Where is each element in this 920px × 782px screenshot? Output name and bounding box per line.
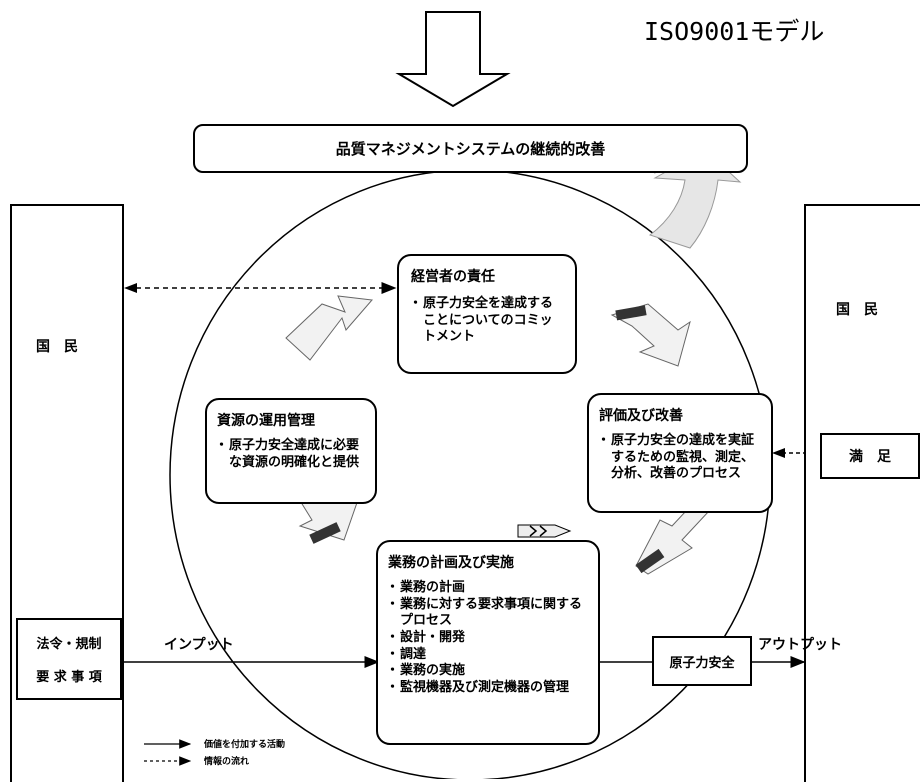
requirements-line1: 法令・規制	[36, 637, 102, 652]
left-panel-label: 国 民	[36, 339, 78, 355]
right-panel-label: 国 民	[836, 302, 878, 318]
resource-management-box: 資源の運用管理 原子力安全達成に必要な資源の明確化と提供	[205, 398, 377, 504]
chevron-marker	[517, 524, 572, 538]
management-responsibility-box: 経営者の責任 原子力安全を達成することについてのコミットメント	[397, 254, 577, 374]
resources-item: 原子力安全達成に必要な資源の明確化と提供	[215, 438, 365, 471]
legend-dashed-label: 情報の流れ	[204, 757, 250, 767]
operations-box: 業務の計画及び実施 業務の計画 業務に対する要求事項に関するプロセス 設計・開発…	[376, 540, 600, 745]
cycle-arrow-top-right-shade	[615, 305, 647, 321]
right-panel-citizens	[804, 204, 920, 782]
top-down-arrow	[395, 11, 511, 108]
cycle-arrow-bottom-left-shade	[309, 522, 341, 544]
operations-title: 業務の計画及び実施	[388, 555, 514, 571]
continuous-improvement-box: 品質マネジメントシステムの継続的改善	[193, 124, 748, 173]
evaluation-title: 評価及び改善	[599, 408, 683, 424]
continuous-improvement-label: 品質マネジメントシステムの継続的改善	[335, 140, 606, 158]
evaluation-improvement-box: 評価及び改善 原子力安全の達成を実証するための監視、測定、分析、改善のプロセス	[587, 393, 773, 513]
cycle-arrow-top-left	[285, 295, 373, 361]
requirements-box: 法令・規制 要 求 事 項	[16, 618, 122, 700]
evaluation-item: 原子力安全の達成を実証するための監視、測定、分析、改善のプロセス	[597, 433, 761, 483]
nuclear-safety-label: 原子力安全	[669, 655, 735, 671]
operations-item: 設計・開発	[386, 630, 588, 647]
cycle-arrow-bottom-right-shade	[635, 548, 665, 574]
management-title: 経営者の責任	[411, 269, 495, 285]
satisfaction-box: 満 足	[820, 433, 920, 479]
operations-item: 業務に対する要求事項に関するプロセス	[386, 597, 588, 630]
resources-title: 資源の運用管理	[217, 413, 315, 429]
satisfaction-label: 満 足	[849, 449, 891, 465]
operations-item: 業務の実施	[386, 663, 588, 680]
cycle-arrow-top-right	[610, 303, 691, 367]
requirements-line2: 要 求 事 項	[36, 670, 102, 685]
management-item: 原子力安全を達成することについてのコミットメント	[409, 296, 563, 346]
operations-item: 業務の計画	[386, 580, 588, 597]
nuclear-safety-box: 原子力安全	[652, 636, 752, 686]
operations-item: 監視機器及び測定機器の管理	[386, 680, 588, 697]
operations-item: 調達	[386, 647, 588, 664]
input-label: インプット	[164, 637, 234, 653]
model-label: ISO9001モデル	[644, 17, 825, 46]
output-label: アウトプット	[758, 637, 842, 653]
legend-solid-label: 価値を付加する活動	[204, 740, 286, 750]
